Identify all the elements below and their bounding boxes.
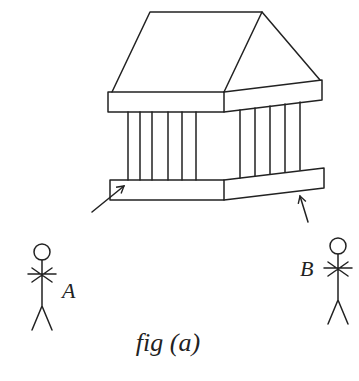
view-arrow [300, 196, 308, 222]
stick-figure [28, 244, 56, 330]
person-label: A [62, 280, 75, 302]
stick-figure [324, 238, 352, 324]
figure-caption: fig (a) [136, 330, 200, 356]
roof-hip [224, 12, 262, 92]
base-band-side [224, 168, 324, 200]
eave-band [108, 92, 224, 112]
roof [112, 12, 320, 92]
view-arrow [92, 186, 124, 212]
columns [128, 102, 300, 180]
eave-band-side [224, 80, 322, 112]
person-label: B [300, 258, 313, 280]
base-band [110, 180, 224, 200]
